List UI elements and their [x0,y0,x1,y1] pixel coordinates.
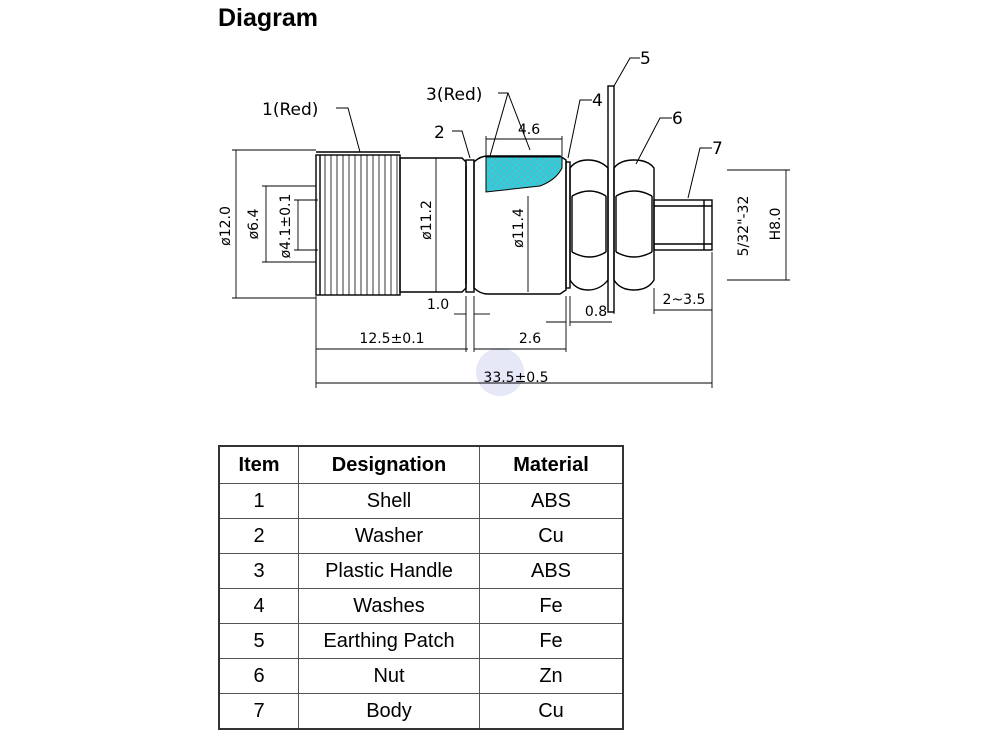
cell-material: ABS [479,483,624,519]
cell-designation: Shell [298,483,480,519]
table-row: 6 Nut Zn [218,658,624,694]
dimension-lines [232,136,790,388]
knurl-lines [324,155,398,295]
dim-thickness-1-0: 1.0 [427,297,449,313]
cell-item: 4 [218,588,299,624]
dim-length-2-6: 2.6 [519,331,541,347]
parts-table: Item Designation Material 1 Shell ABS 2 … [218,445,624,730]
nut-1 [569,159,609,291]
dim-thread: 5/32"-32 [736,196,752,257]
cell-designation: Plastic Handle [298,553,480,589]
washer [465,159,475,293]
cell-material: Cu [479,518,624,554]
callout-6: 6 [672,109,683,129]
cell-material: Cu [479,693,624,730]
cell-item: 7 [218,693,299,730]
handle-red-area [485,156,563,193]
cell-item: 5 [218,623,299,659]
callout-4: 4 [592,91,603,111]
cell-designation: Washes [298,588,480,624]
header-item: Item [218,445,299,484]
callout-2: 2 [434,123,445,143]
plastic-handle [473,155,567,295]
table-header-row: Item Designation Material [218,445,624,484]
dim-dia-4-1: ø4.1±0.1 [278,194,294,259]
connector-drawing: 1(Red) 2 3(Red) 4 5 6 7 ø12.0 ø6.4 ø4.1±… [218,49,790,396]
dim-range-2-3-5: 2~3.5 [663,292,706,308]
cell-material: Fe [479,623,624,659]
table-row: 5 Earthing Patch Fe [218,623,624,659]
dim-dia-11-2: ø11.2 [419,200,435,240]
cell-item: 3 [218,553,299,589]
dim-width-4-6: 4.6 [518,122,540,138]
table-row: 7 Body Cu [218,693,624,730]
dim-thickness-0-8: 0.8 [585,304,607,320]
callout-leaders [336,57,712,199]
dim-length-12-5: 12.5±0.1 [359,331,424,347]
table-row: 1 Shell ABS [218,483,624,519]
table-row: 4 Washes Fe [218,588,624,624]
table-row: 2 Washer Cu [218,518,624,554]
cell-material: Fe [479,588,624,624]
cell-item: 2 [218,518,299,554]
dim-length-33-5: 33.5±0.5 [483,370,548,386]
dim-dia-11-4: ø11.4 [511,208,527,248]
cell-material: ABS [479,553,624,589]
watermark-circle [476,348,524,396]
callout-1: 1(Red) [262,100,318,120]
header-material: Material [479,445,624,484]
cell-designation: Nut [298,658,480,694]
callout-7: 7 [712,139,723,159]
cell-item: 1 [218,483,299,519]
cell-designation: Earthing Patch [298,623,480,659]
callout-5: 5 [640,49,651,69]
earthing-patch [607,85,615,313]
threaded-body [653,199,713,251]
header-designation: Designation [298,445,480,484]
dim-dia-12: ø12.0 [218,206,234,246]
callout-3: 3(Red) [426,85,482,105]
dim-height-8: H8.0 [768,208,784,241]
table-row: 3 Plastic Handle ABS [218,553,624,589]
cell-designation: Washer [298,518,480,554]
cell-material: Zn [479,658,624,694]
nut-2 [613,159,655,291]
cell-designation: Body [298,693,480,730]
section-heading: Diagram [218,4,319,32]
cell-item: 6 [218,658,299,694]
dim-dia-6-4: ø6.4 [246,208,262,239]
knurled-shell [315,151,401,296]
